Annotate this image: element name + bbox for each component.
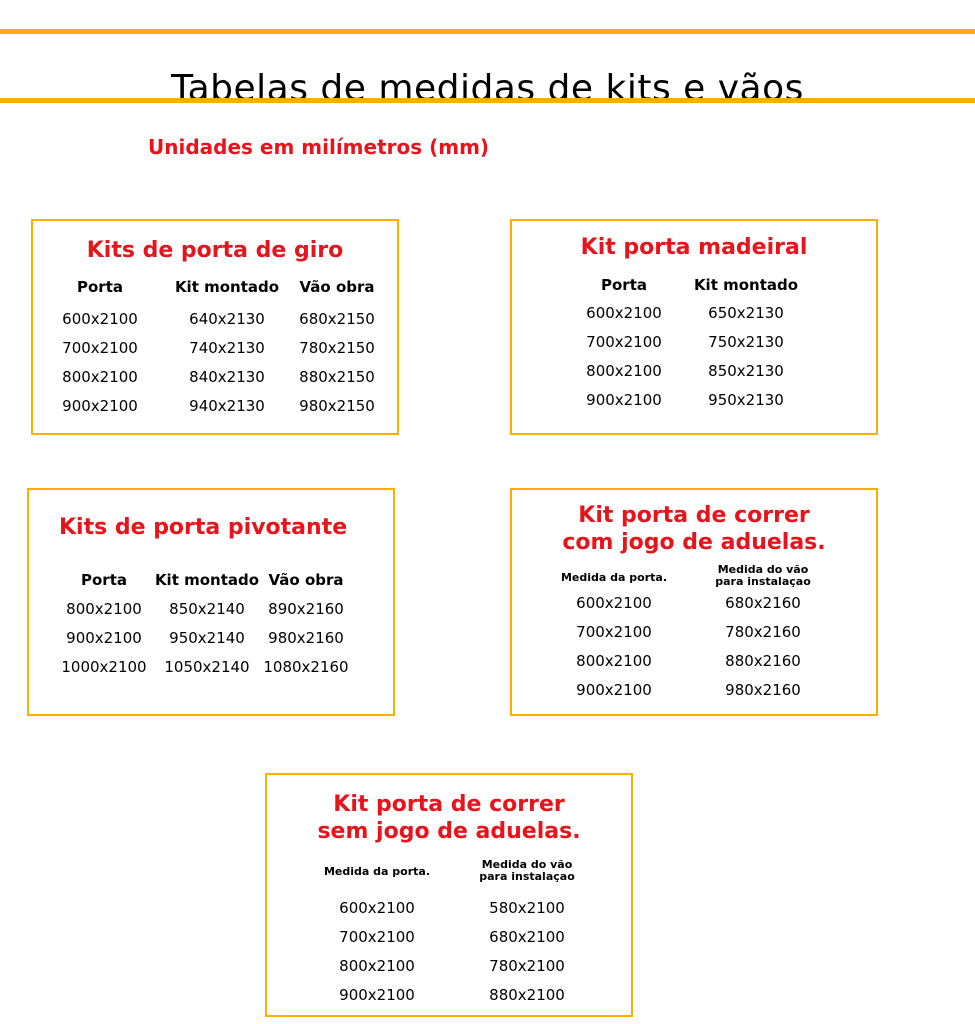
table-giro: Kits de porta de giro Porta 600x2100 700… (31, 219, 399, 435)
cell: 1000x2100 (61, 658, 147, 676)
cell: 780x2150 (299, 339, 375, 357)
table-correr-com-aduelas: Kit porta de correr com jogo de aduelas.… (510, 488, 878, 716)
cell: 1050x2140 (164, 658, 250, 676)
cell: 780x2100 (489, 957, 565, 975)
cell: 680x2150 (299, 310, 375, 328)
header-medida-vao: Medida do vão para instalaçao (715, 563, 811, 588)
page-title: Tabelas de medidas de kits e vãos (171, 68, 804, 110)
header-kit-montado: Kit montado (174, 278, 280, 296)
table-madeiral-title: Kit porta madeiral (580, 235, 808, 260)
cell: 640x2130 (189, 310, 265, 328)
cell: 800x2100 (66, 600, 142, 618)
header-vao-obra: Vão obra (299, 278, 375, 296)
table-correr-sem-aduelas: Kit porta de correr sem jogo de aduelas.… (265, 773, 633, 1017)
header-porta: Porta (81, 571, 127, 589)
cell: 880x2150 (299, 368, 375, 386)
cell: 600x2100 (586, 304, 662, 322)
cell: 700x2100 (62, 339, 138, 357)
table-giro-title: Kits de porta de giro (86, 238, 344, 263)
cell: 940x2130 (189, 397, 265, 415)
cell: 800x2100 (62, 368, 138, 386)
cell: 900x2100 (339, 986, 415, 1004)
cell: 850x2130 (708, 362, 784, 380)
cell: 580x2100 (489, 899, 565, 917)
cell: 980x2160 (268, 629, 344, 647)
cell: 890x2160 (268, 600, 344, 618)
header-medida-porta: Medida da porta. (560, 571, 668, 584)
header-vao-obra: Vão obra (268, 571, 344, 589)
cell: 780x2160 (725, 623, 801, 641)
table-pivotante-title: Kits de porta pivotante (59, 515, 348, 540)
cell: 600x2100 (62, 310, 138, 328)
table-correr-com-title-line1: Kit porta de correr (578, 503, 810, 528)
cell: 680x2160 (725, 594, 801, 612)
header-porta: Porta (601, 276, 647, 294)
header-kit-montado: Kit montado (154, 571, 260, 589)
cell: 900x2100 (576, 681, 652, 699)
cell: 600x2100 (339, 899, 415, 917)
cell: 880x2160 (725, 652, 801, 670)
cell: 980x2160 (725, 681, 801, 699)
top-accent-bar (0, 29, 975, 34)
cell: 680x2100 (489, 928, 565, 946)
cell: 700x2100 (339, 928, 415, 946)
header-kit-montado: Kit montado (693, 276, 799, 294)
header-medida-vao: Medida do vão para instalaçao (479, 858, 575, 883)
cell: 1080x2160 (263, 658, 349, 676)
header-porta: Porta (77, 278, 123, 296)
cell: 840x2130 (189, 368, 265, 386)
cell: 700x2100 (576, 623, 652, 641)
table-pivotante: Kits de porta pivotante Porta 800x2100 9… (27, 488, 395, 716)
header-medida-porta: Medida da porta. (323, 865, 431, 878)
cell: 800x2100 (339, 957, 415, 975)
cell: 950x2140 (169, 629, 245, 647)
cell: 900x2100 (66, 629, 142, 647)
cell: 800x2100 (586, 362, 662, 380)
table-madeiral: Kit porta madeiral Porta 600x2100 700x21… (510, 219, 878, 435)
table-correr-sem-title-line2: sem jogo de aduelas. (317, 819, 581, 844)
cell: 850x2140 (169, 600, 245, 618)
cell: 600x2100 (576, 594, 652, 612)
bottom-accent-bar (0, 98, 975, 103)
cell: 900x2100 (62, 397, 138, 415)
cell: 700x2100 (586, 333, 662, 351)
cell: 950x2130 (708, 391, 784, 409)
cell: 750x2130 (708, 333, 784, 351)
cell: 740x2130 (189, 339, 265, 357)
cell: 650x2130 (708, 304, 784, 322)
cell: 880x2100 (489, 986, 565, 1004)
cell: 800x2100 (576, 652, 652, 670)
units-note: Unidades em milímetros (mm) (148, 135, 490, 159)
cell: 900x2100 (586, 391, 662, 409)
cell: 980x2150 (299, 397, 375, 415)
table-correr-sem-title-line1: Kit porta de correr (333, 792, 565, 817)
table-correr-com-title-line2: com jogo de aduelas. (562, 530, 826, 555)
